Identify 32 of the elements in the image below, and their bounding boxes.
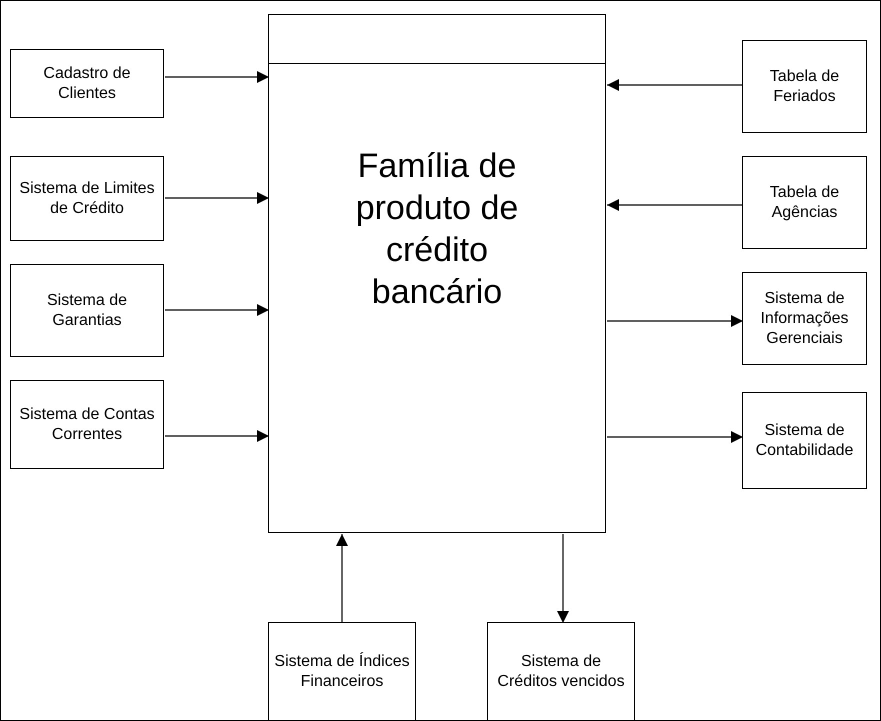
arrow: [165, 192, 269, 204]
system-box: [742, 272, 867, 365]
system-title: Família de produto de crédito bancário: [354, 146, 520, 313]
system-label: Cadastro de Clientes: [42, 64, 132, 104]
system-box: [10, 156, 164, 241]
system-box: [10, 380, 164, 469]
system-label: Tabela de Agências: [768, 182, 840, 222]
system-box: [10, 264, 164, 357]
arrow: [165, 430, 269, 442]
system-label: Sistema de Contas Correntes: [18, 404, 156, 444]
system-box: [268, 622, 416, 721]
system-label: Sistema de Informações Gerenciais: [759, 288, 850, 348]
system-label: Sistema de Índices Financeiros: [273, 652, 411, 692]
arrow: [607, 315, 743, 327]
system-box: [742, 40, 867, 133]
system-label: Tabela de Feriados: [768, 66, 840, 106]
system-label: Sistema de Garantias: [46, 290, 128, 330]
arrow: [336, 534, 348, 623]
arrow: [165, 304, 269, 316]
arrow: [165, 71, 269, 83]
system-box: [487, 622, 635, 721]
system-label: Sistema de Créditos vencidos: [496, 652, 626, 692]
arrow: [607, 431, 743, 443]
arrow: [557, 534, 569, 623]
system-label: Sistema de Contabilidade: [754, 420, 854, 460]
arrow: [607, 199, 743, 211]
system-box: [268, 14, 606, 533]
system-box: [10, 49, 164, 118]
system-label: Sistema de Limites de Crédito: [18, 178, 156, 218]
arrow: [607, 79, 743, 91]
system-box: [742, 392, 867, 489]
system-box: [742, 156, 867, 249]
